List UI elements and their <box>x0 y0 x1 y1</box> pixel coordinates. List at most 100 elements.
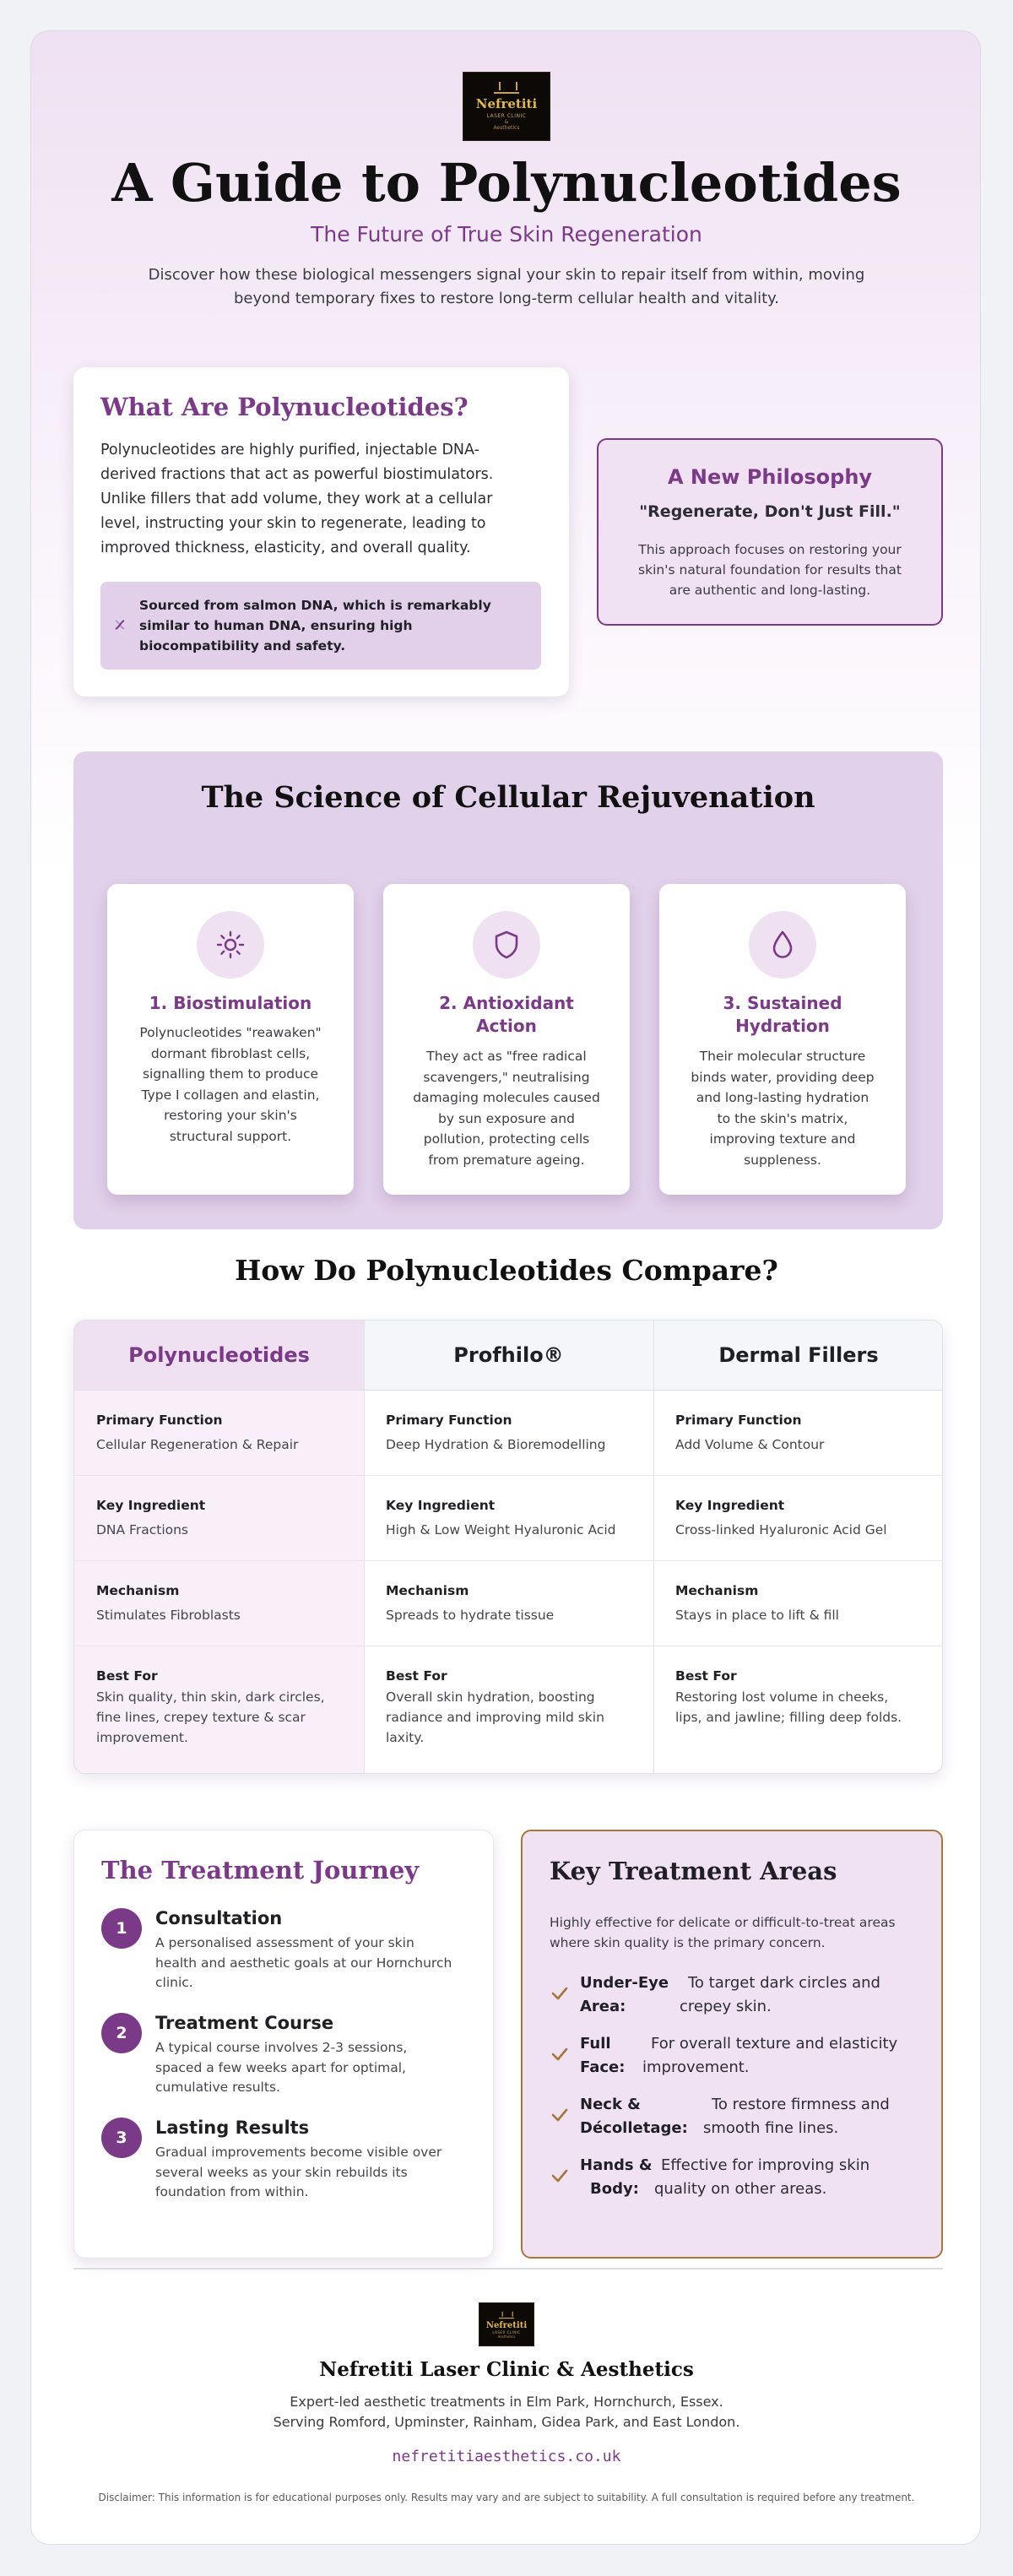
compare-heading: How Do Polynucleotides Compare? <box>235 1254 778 1287</box>
page-title: A Guide to Polynucleotides <box>111 152 902 214</box>
table-cell: Best For Overall skin hydration, boostin… <box>364 1646 653 1748</box>
cell-value: Spreads to hydrate tissue <box>386 1608 555 1623</box>
science-card-line: Polynucleotides "reawaken" <box>139 1025 322 1040</box>
dna-icon <box>115 620 125 630</box>
cell-value-line: improvement. <box>96 1730 188 1745</box>
step-line: clinic. <box>155 1975 193 1990</box>
cell-value: Deep Hydration & Bioremodelling <box>386 1437 606 1452</box>
science-card-line: binds water, providing deep <box>691 1069 875 1085</box>
area-label: Hands & Body: <box>580 2154 656 2201</box>
table-cell: Mechanism Stimulates Fibroblasts <box>74 1561 364 1625</box>
area-text: To restore firmness and smooth fine line… <box>703 2093 931 2140</box>
philosophy-line: are authentic and long-lasting. <box>669 583 871 598</box>
logo-name: Nefretiti <box>485 2320 528 2330</box>
cell-label: Key Ingredient <box>386 1498 496 1513</box>
cell-label: Key Ingredient <box>96 1498 206 1513</box>
step-line: cumulative results. <box>155 2080 280 2095</box>
logo-tag: Aesthetics <box>493 125 520 131</box>
philosophy-line: skin's natural foundation for results th… <box>638 562 902 578</box>
philosophy-quote: "Regenerate, Don't Just Fill." <box>639 502 901 521</box>
what-are-heading: What Are Polynucleotides? <box>100 393 469 421</box>
logo-amp: & <box>504 119 509 125</box>
area-text-line: To restore firmness and <box>712 2096 890 2113</box>
cell-value: Skin quality, thin skin, dark circles, f… <box>96 1687 342 1748</box>
area-label-line: Body: <box>590 2180 639 2198</box>
table-cell: Primary Function Cellular Regeneration &… <box>74 1391 364 1455</box>
science-card-line: scavengers," neutralising <box>423 1069 590 1085</box>
science-card-title-line: 2. Antioxidant <box>439 993 574 1013</box>
cell-label: Primary Function <box>96 1413 223 1428</box>
treatment-journey-card: The Treatment Journey 1 Consultation A p… <box>73 1830 494 2259</box>
step-text: Gradual improvements become visible over… <box>155 2143 468 2203</box>
science-card-text: They act as "free radical scavengers," n… <box>405 1046 608 1170</box>
table-divider <box>653 1321 654 1773</box>
science-card-title-line: Hydration <box>735 1016 830 1036</box>
check-icon <box>551 2047 568 2061</box>
cell-value: High & Low Weight Hyaluronic Acid <box>386 1522 616 1537</box>
what-are-body: Polynucleotides are highly purified, inj… <box>100 438 556 561</box>
science-card-title-line: 3. Sustained <box>723 993 842 1013</box>
footer-website-link[interactable]: nefretitiaesthetics.co.uk <box>392 2448 621 2465</box>
check-icon <box>551 2169 568 2183</box>
step-number: 3 <box>101 2118 142 2158</box>
logo-sub: LASER CLINIC <box>492 2329 521 2335</box>
shield-icon <box>495 930 518 959</box>
area-text-line: Effective for improving skin <box>661 2156 870 2174</box>
crown-icon <box>499 2311 514 2318</box>
science-card-hydration: 3. Sustained Hydration Their molecular s… <box>659 884 906 1195</box>
logo-tag: Aesthetics <box>497 2334 516 2339</box>
step-text: A personalised assessment of your skin h… <box>155 1933 468 1993</box>
area-text-line: crepey skin. <box>680 1998 772 2015</box>
cell-value-line: radiance and improving mild skin <box>386 1710 604 1725</box>
what-are-line: derived fractions that act as powerful b… <box>100 466 494 483</box>
table-header-fillers: Dermal Fillers <box>653 1321 942 1390</box>
science-card-line: and long-lasting hydration <box>696 1090 869 1105</box>
step-number: 1 <box>101 1908 142 1949</box>
table-cell: Primary Function Deep Hydration & Biorem… <box>364 1391 653 1455</box>
cell-value: Restoring lost volume in cheeks, lips, a… <box>675 1687 922 1727</box>
step-line: foundation from within. <box>155 2184 309 2199</box>
area-label-line: Full <box>580 2035 611 2053</box>
step-line: A personalised assessment of your skin <box>155 1935 414 1950</box>
science-card-line: pollution, protecting cells <box>423 1131 590 1147</box>
area-text-line: For overall texture and elasticity <box>651 2035 898 2053</box>
step-line: A typical course involves 2-3 sessions, <box>155 2040 408 2055</box>
col-bg-polynucleotides <box>74 1321 364 1773</box>
science-card-line: signalling them to produce <box>142 1066 319 1082</box>
salmon-callout: Sourced from salmon DNA, which is remark… <box>100 582 541 670</box>
area-label-line: Hands & <box>580 2156 653 2174</box>
table-cell: Best For Skin quality, thin skin, dark c… <box>74 1646 364 1748</box>
science-card-title: 3. Sustained Hydration <box>668 992 897 1038</box>
areas-heading: Key Treatment Areas <box>550 1857 837 1885</box>
droplet-icon <box>772 930 793 958</box>
step-title: Consultation <box>155 1908 283 1928</box>
science-card-title: 2. Antioxidant Action <box>392 992 621 1038</box>
what-are-card: What Are Polynucleotides? Polynucleotide… <box>73 367 569 697</box>
page-subtitle: The Future of True Skin Regeneration <box>311 222 702 247</box>
science-heading: The Science of Cellular Rejuvenation <box>201 780 815 815</box>
area-label-line: Décolletage: <box>580 2119 688 2137</box>
area-label-line: Neck & <box>580 2096 641 2113</box>
treatment-areas-box: Key Treatment Areas Highly effective for… <box>521 1830 943 2259</box>
what-are-line: level, instructing your skin to regenera… <box>100 515 486 532</box>
science-card-line: by sun exposure and <box>438 1110 575 1126</box>
step-title: Treatment Course <box>155 2013 334 2033</box>
area-label-line: Face: <box>580 2058 626 2076</box>
area-label-line: Area: <box>580 1998 626 2015</box>
cell-value-line: fine lines, crepey texture & scar <box>96 1710 306 1725</box>
science-card-line: damaging molecules caused <box>413 1090 600 1105</box>
callout-text: Sourced from salmon DNA, which is remark… <box>139 595 528 656</box>
science-card-title: 1. Biostimulation <box>116 992 345 1015</box>
logo-name: Nefretiti <box>475 96 538 111</box>
philosophy-body: This approach focuses on restoring your … <box>599 540 941 600</box>
cell-label: Best For <box>675 1668 737 1684</box>
shield-icon-wrap <box>473 911 540 979</box>
area-text-line: smooth fine lines. <box>703 2119 839 2137</box>
table-cell: Key Ingredient High & Low Weight Hyaluro… <box>364 1476 653 1540</box>
table-divider <box>364 1321 365 1773</box>
infographic-page: Nefretiti LASER CLINIC & Aesthetics A Gu… <box>30 30 981 2545</box>
table-cell: Key Ingredient Cross-linked Hyaluronic A… <box>653 1476 942 1540</box>
crown-icon <box>494 82 519 94</box>
step-title: Lasting Results <box>155 2118 310 2138</box>
cell-label: Best For <box>386 1668 447 1684</box>
